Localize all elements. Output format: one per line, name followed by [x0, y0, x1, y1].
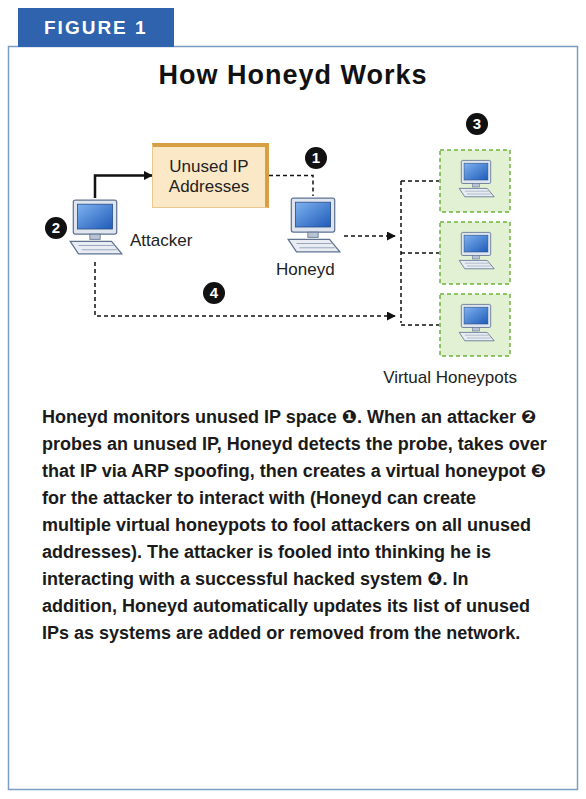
- callout-number: 1: [312, 147, 320, 169]
- group-label: Virtual Honeypots: [383, 368, 517, 388]
- figure-caption: Honeyd monitors unused IP space ❶. When …: [42, 404, 548, 647]
- computer-label: Attacker: [130, 231, 192, 251]
- honeyd-computer: Honeyd: [276, 196, 344, 281]
- connector: [95, 176, 152, 199]
- connector: [269, 176, 313, 197]
- honeypot-illustration: [395, 146, 525, 361]
- computer-label: Honeyd: [276, 260, 335, 280]
- connector: [95, 262, 395, 316]
- callout-circle: 2: [45, 217, 67, 239]
- callout-circle: 4: [203, 282, 225, 304]
- figure-number: FIGURE 1: [44, 17, 148, 39]
- callout-number: 2: [52, 217, 60, 239]
- callout-number: 3: [473, 113, 481, 135]
- figure-tab: FIGURE 1: [18, 8, 174, 47]
- callout-number: 4: [210, 282, 218, 304]
- figure-title: How Honeyd Works: [0, 60, 586, 91]
- box-text: Unused IP Addresses: [161, 157, 257, 197]
- honeypot-group: Virtual Honeypots: [395, 146, 525, 390]
- computer-icon: [282, 196, 344, 258]
- attacker-computer: Attacker: [64, 198, 193, 260]
- callout-circle: 1: [305, 147, 327, 169]
- connector: [344, 235, 395, 237]
- callout-circle: 3: [466, 113, 488, 135]
- address-box: Unused IP Addresses: [152, 143, 269, 208]
- computer-icon: [64, 198, 126, 260]
